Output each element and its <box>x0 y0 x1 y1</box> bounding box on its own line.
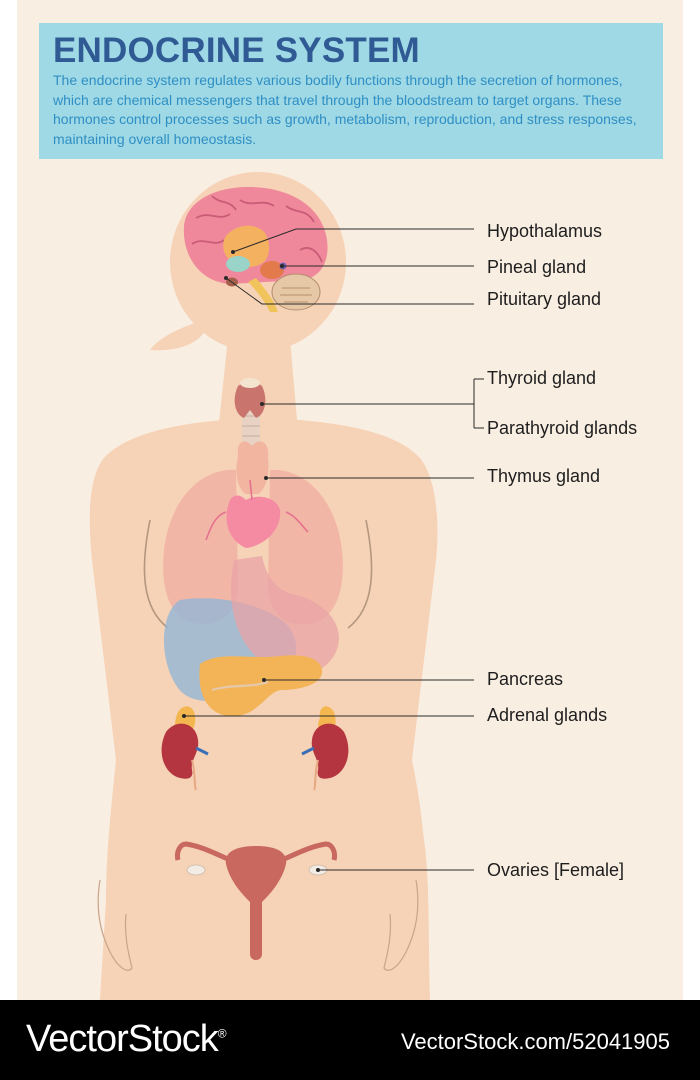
registered-mark: ® <box>217 1026 227 1041</box>
leader-lines <box>184 228 484 871</box>
label-thymus-gland: Thymus gland <box>487 466 601 486</box>
label-hypothalamus: Hypothalamus <box>487 221 603 241</box>
chest-contour <box>143 519 373 629</box>
page-description: The endocrine system regulates various b… <box>53 72 637 147</box>
thorax-organs <box>163 469 343 625</box>
page-title: ENDOCRINE SYSTEM <box>53 31 420 70</box>
label-thyroid-gland: Thyroid gland <box>487 368 597 388</box>
header-banner: ENDOCRINE SYSTEM The endocrine system re… <box>39 23 663 159</box>
label-pituitary-gland: Pituitary gland <box>487 289 602 309</box>
brain <box>183 186 328 312</box>
label-parathyroid-glands: Parathyroid glands <box>487 418 638 438</box>
brand-name: VectorStock <box>26 1018 219 1060</box>
neck-glands <box>234 378 269 494</box>
canvas: ENDOCRINE SYSTEM The endocrine system re… <box>17 0 683 1000</box>
label-ovaries: Ovaries [Female] <box>487 860 625 880</box>
hands <box>97 879 419 971</box>
abdomen-organs <box>163 556 339 717</box>
kidneys-adrenals <box>161 706 349 791</box>
image-url: VectorStock.com/52041905 <box>400 1029 670 1054</box>
label-adrenal-glands: Adrenal glands <box>487 705 608 725</box>
brand-logo: VectorStock® <box>26 1018 227 1061</box>
label-pancreas: Pancreas <box>487 669 564 689</box>
leader-dots <box>182 250 320 872</box>
footer-watermark-bar: VectorStock® VectorStock.com/52041905 <box>0 1000 700 1080</box>
body-diagram <box>89 172 484 1000</box>
label-pineal-gland: Pineal gland <box>487 257 587 277</box>
